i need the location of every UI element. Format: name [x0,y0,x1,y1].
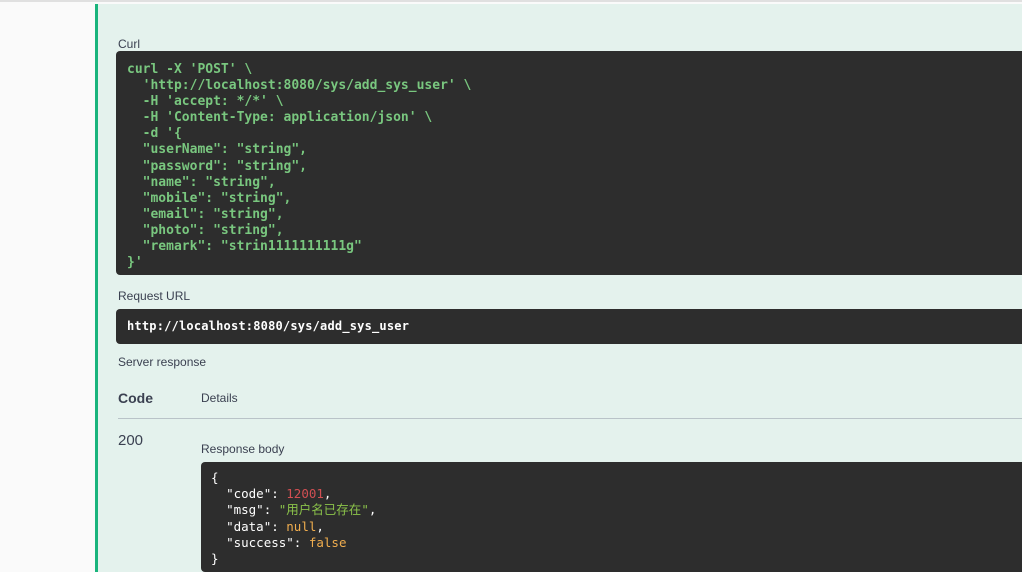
curl-label: Curl [118,37,141,51]
column-header-code: Code [118,390,153,406]
json-value-code: 12001 [286,486,324,502]
response-body-label: Response body [201,442,285,456]
live-response-panel: Curl curl -X 'POST' \ 'http://localhost:… [95,4,1022,572]
top-divider [0,0,1022,2]
curl-command-text: curl -X 'POST' \ 'http://localhost:8080/… [127,62,472,271]
curl-code-block[interactable]: curl -X 'POST' \ 'http://localhost:8080/… [116,51,1022,275]
table-header-divider [118,418,1022,419]
json-value-msg: "用户名已存在" [278,502,369,518]
left-gutter [0,2,95,572]
server-response-label: Server response [118,355,207,369]
response-body-json: { "code": 12001, "msg": "用户名已存在", "data"… [211,470,377,567]
response-status-code: 200 [118,432,144,449]
request-url-text: http://localhost:8080/sys/add_sys_user [127,319,410,333]
request-url-block[interactable]: http://localhost:8080/sys/add_sys_user [116,309,1022,344]
response-body-block[interactable]: { "code": 12001, "msg": "用户名已存在", "data"… [201,462,1022,572]
request-url-label: Request URL [118,289,191,303]
column-header-details: Details [201,391,238,405]
json-value-data: null [286,518,317,534]
json-value-success: false [308,534,347,550]
